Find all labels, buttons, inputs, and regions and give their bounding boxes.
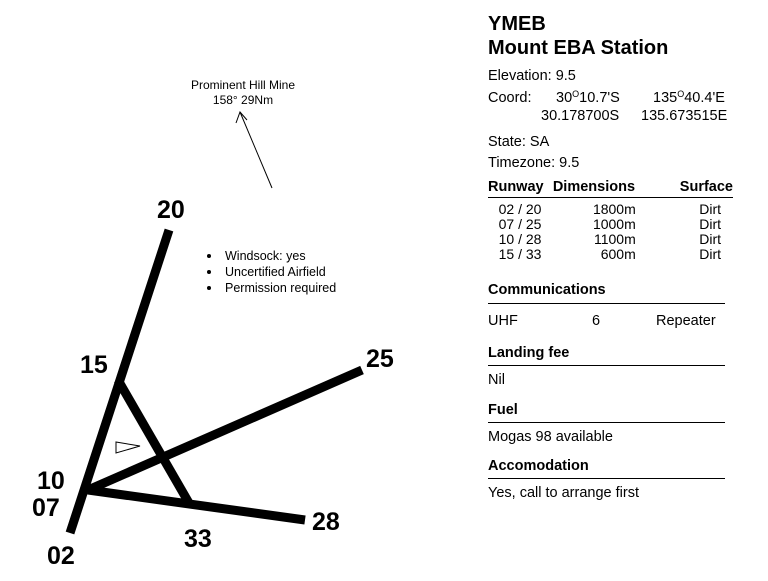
lon-min: 40.4'E: [684, 90, 725, 106]
runway-table: Runway Dimensions Surface 02 / 20 1800m …: [488, 179, 733, 262]
note-certification: Uncertified Airfield: [205, 264, 336, 280]
table-row: 07 / 25 1000m Dirt: [488, 217, 733, 232]
runway-cell: 15 / 33: [498, 246, 542, 262]
fuel-rule: [488, 422, 725, 423]
dimensions-cell: 1100m: [593, 231, 636, 247]
runway-number-33: 33: [184, 525, 212, 553]
communications-title: Communications: [488, 282, 606, 298]
header-runway: Runway: [488, 179, 553, 198]
runway-number-15: 15: [80, 351, 108, 379]
comm-type: UHF: [488, 313, 518, 329]
destination-bearing: 158° 29Nm: [213, 93, 273, 107]
communications-rule: [488, 303, 725, 304]
landing-fee-rule: [488, 365, 725, 366]
arrow-head-icon: [235, 111, 248, 124]
lat-min: 10.7'S: [579, 90, 620, 106]
lat-deg: 30: [556, 90, 573, 106]
timezone: Timezone: 9.5: [488, 155, 580, 171]
airfield-info-panel: YMEB Mount EBA Station Elevation: 9.5 Co…: [488, 12, 738, 504]
surface-cell: Dirt: [699, 246, 721, 262]
bearing-arrow: [239, 111, 273, 189]
table-row: 15 / 33 600m Dirt: [488, 247, 733, 262]
airfield-name: Mount EBA Station: [488, 37, 669, 59]
comm-channel: 6: [592, 313, 601, 329]
runway-number-02: 02: [47, 542, 75, 570]
windsock-icon: [115, 441, 141, 454]
landing-fee-title: Landing fee: [488, 345, 570, 361]
latitude-dms: 30O10.7'S: [556, 89, 620, 108]
runway-15-33: [114, 377, 193, 506]
dimensions-cell: 1000m: [592, 216, 636, 232]
dimensions-cell: 1800m: [592, 201, 636, 217]
elevation: Elevation: 9.5: [488, 68, 576, 84]
latitude-decimal: 30.178700S: [541, 108, 620, 124]
surface-cell: Dirt: [699, 216, 721, 232]
runway-07-25: [86, 365, 364, 495]
runway-number-25: 25: [366, 345, 394, 373]
runway-cell: 02 / 20: [498, 201, 542, 217]
header-dimensions: Dimensions: [552, 179, 636, 198]
landing-fee-value: Nil: [488, 372, 505, 388]
table-row: 10 / 28 1100m Dirt: [488, 232, 733, 247]
fuel-title: Fuel: [488, 402, 518, 418]
accommodation-rule: [488, 478, 725, 479]
coord-label: Coord:: [488, 90, 532, 106]
runway-number-07: 07: [32, 494, 60, 522]
dimensions-cell: 600m: [600, 246, 636, 262]
note-windsock: Windsock: yes: [205, 248, 336, 264]
longitude-decimal: 135.673515E: [641, 108, 728, 124]
table-row: 02 / 20 1800m Dirt: [488, 202, 733, 217]
fuel-value: Mogas 98 available: [488, 429, 613, 445]
surface-cell: Dirt: [699, 231, 721, 247]
degree-ring-lat: O: [572, 89, 580, 99]
runway-number-10: 10: [37, 467, 65, 495]
airfield-notes: Windsock: yes Uncertified Airfield Permi…: [205, 248, 336, 296]
coordinates: Coord: 30O10.7'S 135O40.4'E 30.178700S 1…: [488, 87, 738, 127]
surface-cell: Dirt: [699, 201, 721, 217]
runway-number-20: 20: [157, 196, 185, 224]
airfield-diagram: Prominent Hill Mine 158° 29Nm 20 15 25 1…: [32, 78, 394, 570]
note-permission: Permission required: [205, 280, 336, 296]
comm-mode: Repeater: [656, 313, 716, 329]
runway-10-28: [87, 485, 306, 525]
header-surface: Surface: [635, 179, 733, 198]
runway-table-header: Runway Dimensions Surface: [488, 179, 733, 198]
destination-name: Prominent Hill Mine: [191, 78, 295, 92]
lon-deg: 135: [653, 90, 678, 106]
accommodation-title: Accomodation: [488, 458, 589, 474]
airfield-code: YMEB: [488, 13, 546, 35]
runway-cell: 10 / 28: [498, 231, 542, 247]
longitude-dms: 135O40.4'E: [653, 89, 725, 108]
state: State: SA: [488, 134, 550, 150]
degree-ring-lon: O: [677, 89, 685, 99]
runway-cell: 07 / 25: [498, 216, 542, 232]
communications-row: UHF 6 Repeater: [488, 311, 738, 332]
runway-number-28: 28: [312, 508, 340, 536]
accommodation-value: Yes, call to arrange first: [488, 485, 639, 501]
